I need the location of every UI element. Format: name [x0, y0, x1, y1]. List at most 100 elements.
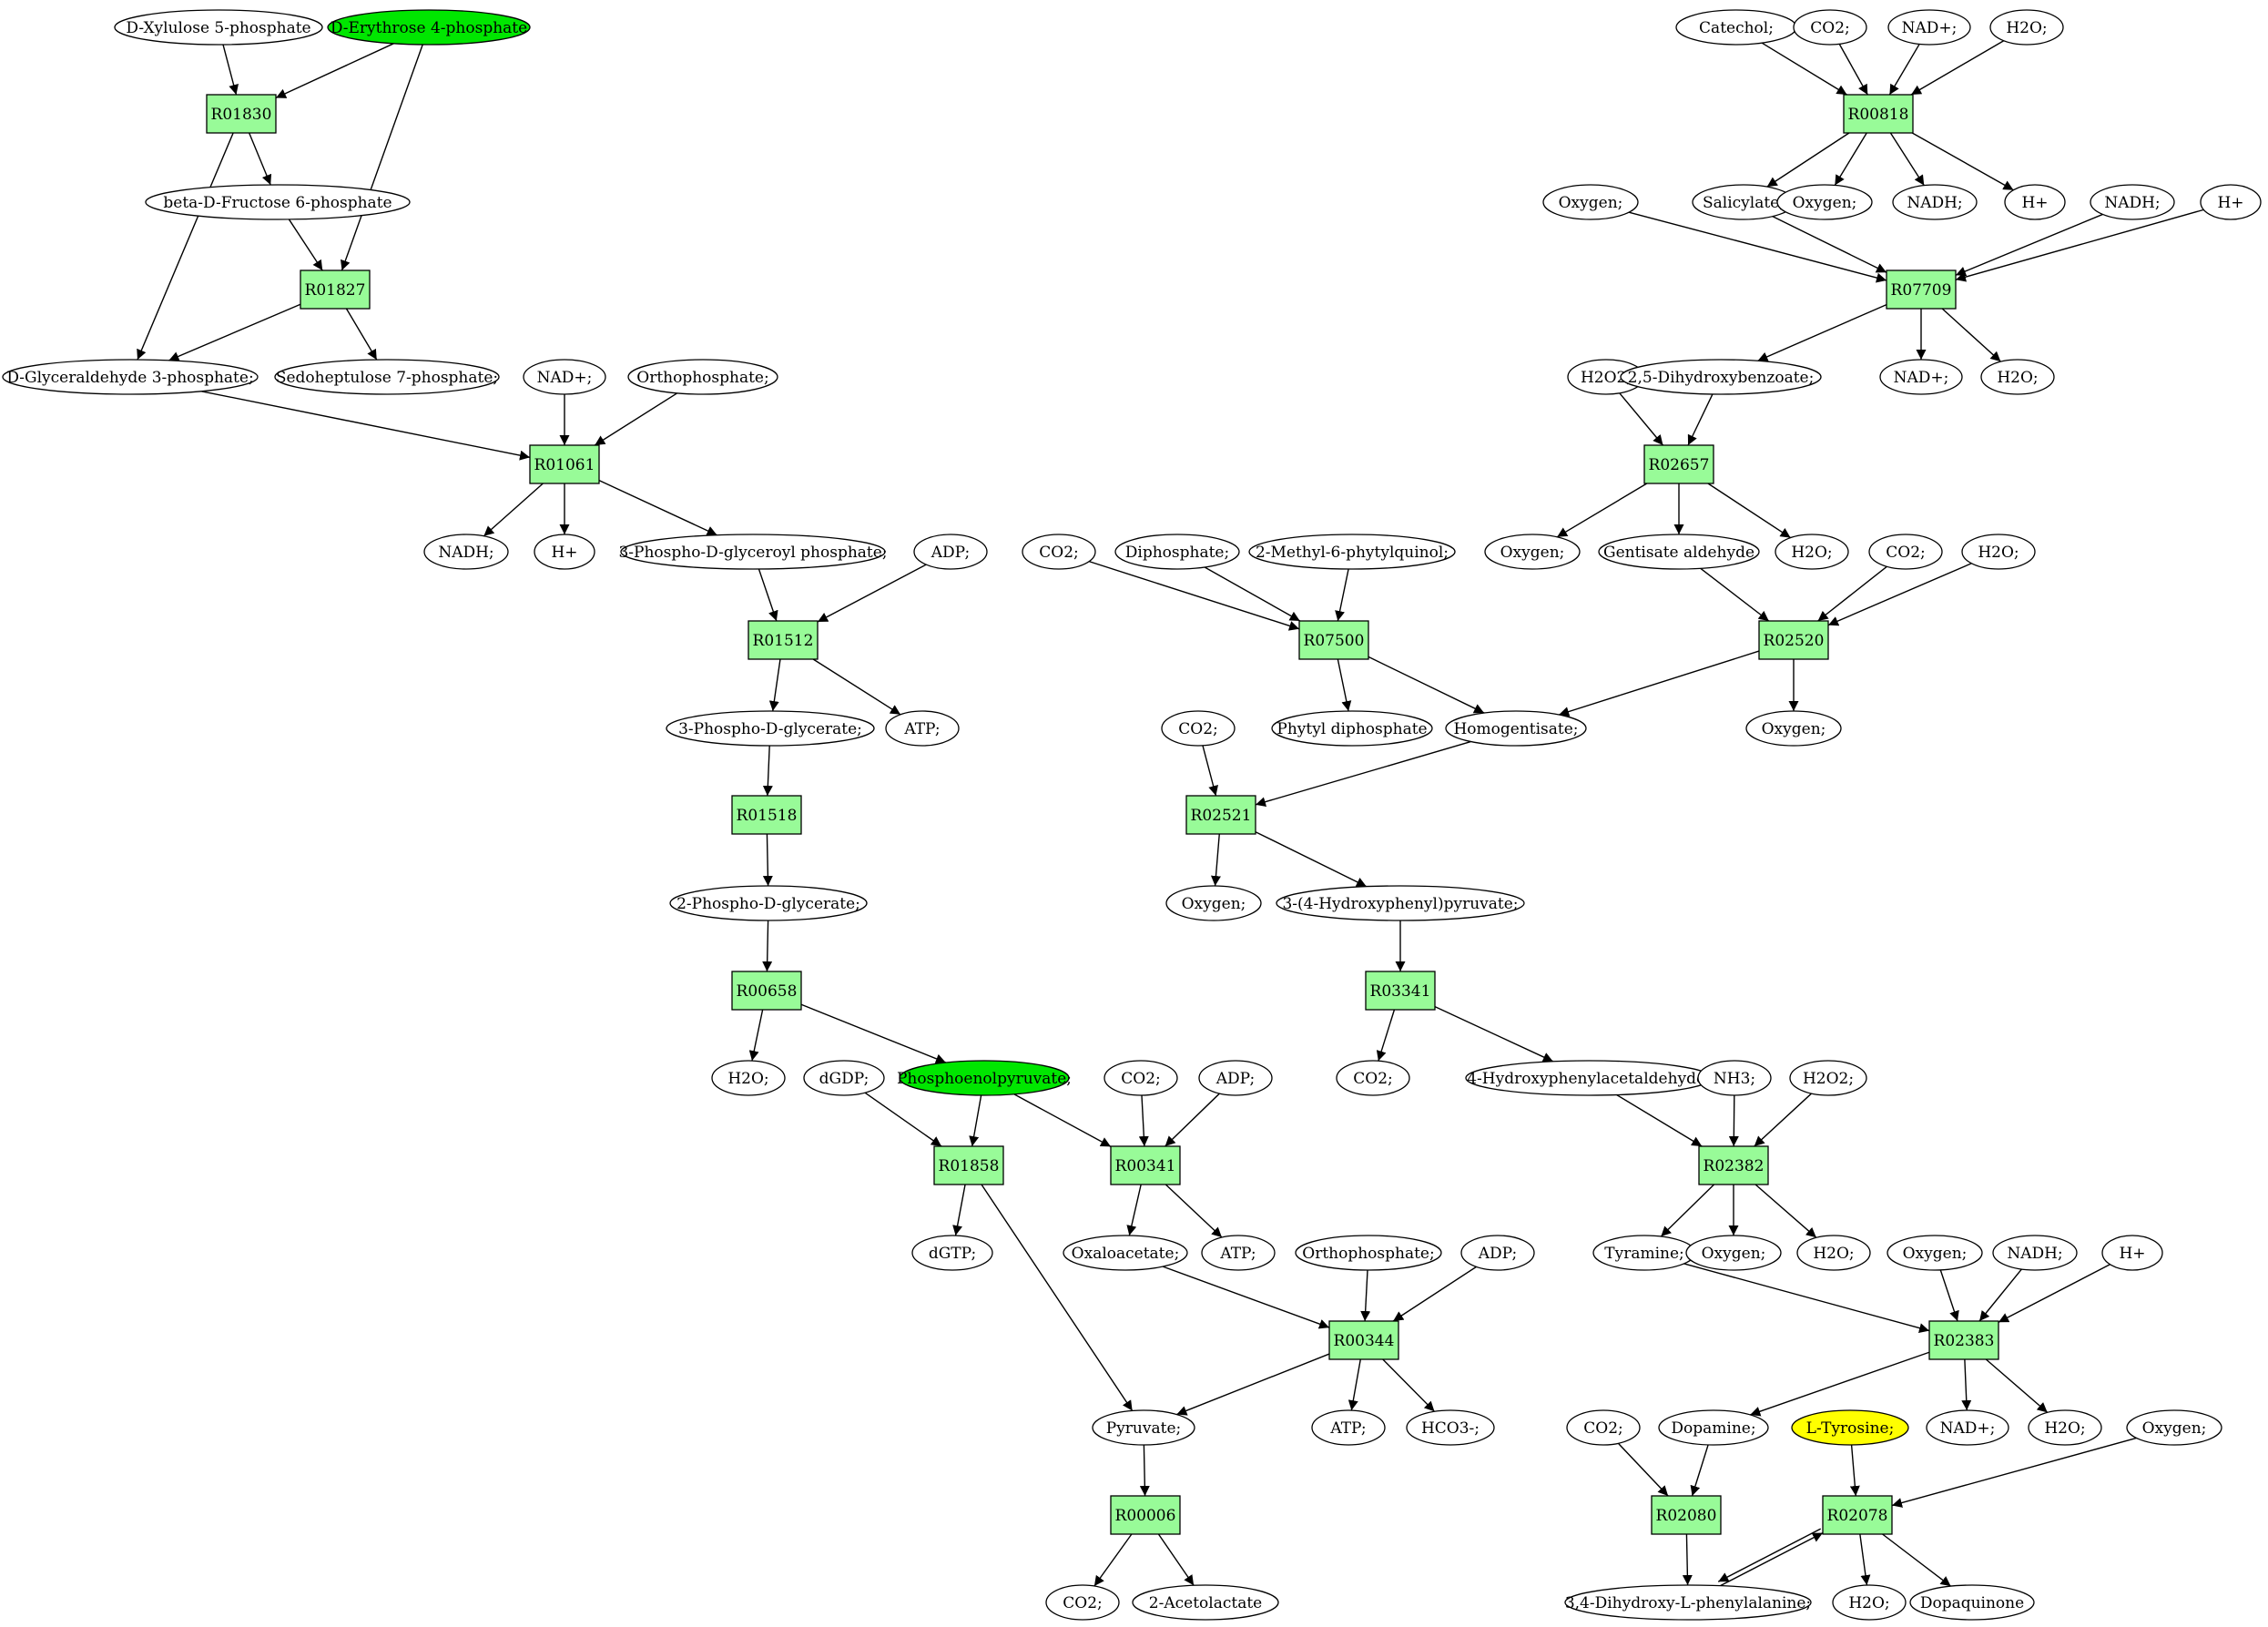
metabolite-ellipse — [885, 710, 960, 747]
metabolite-ellipse — [711, 1060, 786, 1096]
metabolite-node-oxy1: Oxygen; — [1542, 184, 1639, 220]
edge-R00006-to-acl — [1157, 1533, 1195, 1586]
metabolite-node-dhb: 2,5-Dihydroxybenzoate; — [1620, 359, 1822, 395]
node-label: L-Tyrosine; — [1806, 1419, 1895, 1438]
metabolite-node-nad2: NAD+; — [1887, 9, 1971, 46]
metabolite-node-h2o4: H2O; — [1775, 534, 1849, 570]
edge-R00658-to-pep — [800, 1003, 947, 1064]
node-label: Gentisate aldehyde — [1603, 544, 1754, 562]
metabolite-node-co2h: CO2; — [1566, 1409, 1641, 1446]
metabolite-node-h2o2: H2O; — [1989, 9, 2064, 46]
metabolite-ellipse — [1460, 1235, 1535, 1271]
metabolite-ellipse — [1789, 1060, 1867, 1096]
node-label: R07500 — [1304, 632, 1365, 650]
node-label: Oxygen; — [1793, 194, 1857, 212]
metabolite-node-atp1: ATP; — [885, 710, 960, 747]
metabolite-node-gald: Gentisate aldehyde — [1598, 534, 1760, 570]
metabolite-ellipse — [1484, 534, 1581, 570]
node-label: H2O; — [1978, 544, 2019, 562]
edge-R02078-to-dopa — [1717, 1528, 1822, 1582]
node-label: CO2; — [1583, 1419, 1623, 1438]
metabolite-ellipse — [1685, 1235, 1782, 1271]
metabolite-ellipse — [2126, 1409, 2222, 1446]
reaction-node-R03341: R03341 — [1365, 971, 1436, 1011]
metabolite-ellipse — [1697, 1060, 1772, 1096]
edge-R02520-to-hga — [1558, 650, 1760, 717]
edge-g3p-to-R01061 — [201, 391, 531, 461]
metabolite-node-co2d: CO2; — [1868, 534, 1943, 570]
node-label: R03341 — [1370, 982, 1431, 1001]
edge-ery4p-to-R01830 — [275, 43, 394, 99]
metabolite-node-oxy6: Oxygen; — [1685, 1235, 1782, 1271]
metabolite-ellipse — [1980, 359, 2055, 395]
node-label: Oxaloacetate; — [1072, 1245, 1180, 1263]
metabolite-node-hpa: 4-Hydroxyphenylacetaldehyde; — [1465, 1060, 1713, 1096]
edge-R00341-to-oaa — [1126, 1184, 1142, 1236]
edge-pep-to-R01858 — [969, 1094, 982, 1147]
edge-nadh3-to-R07709 — [1955, 213, 2103, 277]
edge-h2o2-to-R00818 — [1910, 40, 2005, 96]
node-label: Oxygen; — [1702, 1245, 1766, 1263]
reaction-node-R01512: R01512 — [748, 620, 819, 660]
metabolite-ellipse — [803, 1060, 885, 1096]
node-label: H+ — [2119, 1245, 2145, 1263]
node-label: CO2; — [1178, 720, 1218, 738]
node-label: 2-Methyl-6-phytylquinol; — [1256, 544, 1449, 562]
edge-co2f-to-R02521 — [1202, 745, 1218, 797]
edge-adp1-to-R01512 — [817, 564, 927, 623]
edge-oxy8-to-R02078 — [1891, 1437, 2137, 1508]
metabolite-ellipse — [523, 359, 606, 395]
node-label: dGDP; — [819, 1070, 870, 1088]
node-label: R01512 — [753, 632, 814, 650]
metabolite-node-nad3: NAD+; — [1879, 359, 1963, 395]
edge-R01858-to-pyr — [981, 1184, 1134, 1411]
node-label: Diphosphate; — [1125, 544, 1229, 562]
metabolite-ellipse — [1796, 1235, 1871, 1271]
node-label: CO2; — [1063, 1594, 1103, 1612]
metabolite-node-co2f: CO2; — [1161, 710, 1236, 747]
metabolite-node-bpg: 3-Phospho-D-glyceroyl phosphate; — [618, 534, 888, 570]
metabolite-node-h2o5: H2O; — [1961, 534, 2036, 570]
metabolite-ellipse — [913, 534, 988, 570]
edge-R01061-to-nadh1 — [483, 483, 544, 537]
metabolite-node-xyl5p: D-Xylulose 5-phosphate — [114, 9, 323, 46]
edge-dipho-to-R07500 — [1204, 566, 1301, 622]
metabolite-node-pi1: Orthophosphate; — [627, 359, 778, 395]
metabolite-node-ltyr: L-Tyrosine; — [1791, 1409, 1909, 1446]
edge-dhb-to-R02657 — [1687, 393, 1714, 446]
metabolite-node-adp1: ADP; — [913, 534, 988, 570]
edge-R03341-to-co2g — [1376, 1009, 1396, 1062]
reaction-node-R07500: R07500 — [1298, 620, 1369, 660]
node-label: Phosphoenolpyruvate; — [897, 1070, 1072, 1088]
node-label: dGTP; — [929, 1245, 976, 1263]
reaction-node-R01827: R01827 — [300, 269, 371, 310]
edge-R00344-to-pyr — [1176, 1353, 1330, 1416]
node-label: H2O; — [727, 1070, 768, 1088]
metabolite-ellipse — [1336, 1060, 1410, 1096]
metabolite-ellipse — [1248, 534, 1456, 570]
metabolite-node-atp3: ATP; — [1311, 1409, 1386, 1446]
node-label: ADP; — [1478, 1245, 1517, 1263]
node-label: Oxygen; — [2142, 1419, 2207, 1438]
node-label: R00006 — [1115, 1507, 1176, 1525]
reaction-node-R00006: R00006 — [1110, 1495, 1181, 1535]
edge-hpa-to-R02382 — [1616, 1093, 1703, 1147]
node-label: R02657 — [1649, 456, 1710, 474]
edge-R02383-to-nad4 — [1961, 1358, 1972, 1411]
reaction-node-R01518: R01518 — [731, 795, 802, 835]
metabolite-node-co2g: CO2; — [1336, 1060, 1410, 1096]
edge-R07500-to-phdp — [1337, 658, 1352, 712]
metabolite-node-h2o1: H2O; — [711, 1060, 786, 1096]
metabolite-node-dipho: Diphosphate; — [1114, 534, 1240, 570]
edge-R02657-to-h2o4 — [1707, 483, 1791, 539]
edge-bpg-to-R01512 — [758, 568, 778, 622]
metabolite-ellipse — [1161, 710, 1236, 747]
metabolite-node-oxy8: Oxygen; — [2126, 1409, 2222, 1446]
node-label: 4-Hydroxyphenylacetaldehyde; — [1467, 1070, 1711, 1088]
node-label: Phytyl diphosphate — [1276, 720, 1427, 738]
metabolite-node-hco3: HCO3-; — [1406, 1409, 1495, 1446]
metabolite-node-atp2: ATP; — [1201, 1235, 1276, 1271]
reaction-box — [1328, 1320, 1399, 1360]
edge-R01827-to-g3p — [168, 303, 301, 361]
metabolite-node-co2b: CO2; — [1045, 1584, 1120, 1621]
